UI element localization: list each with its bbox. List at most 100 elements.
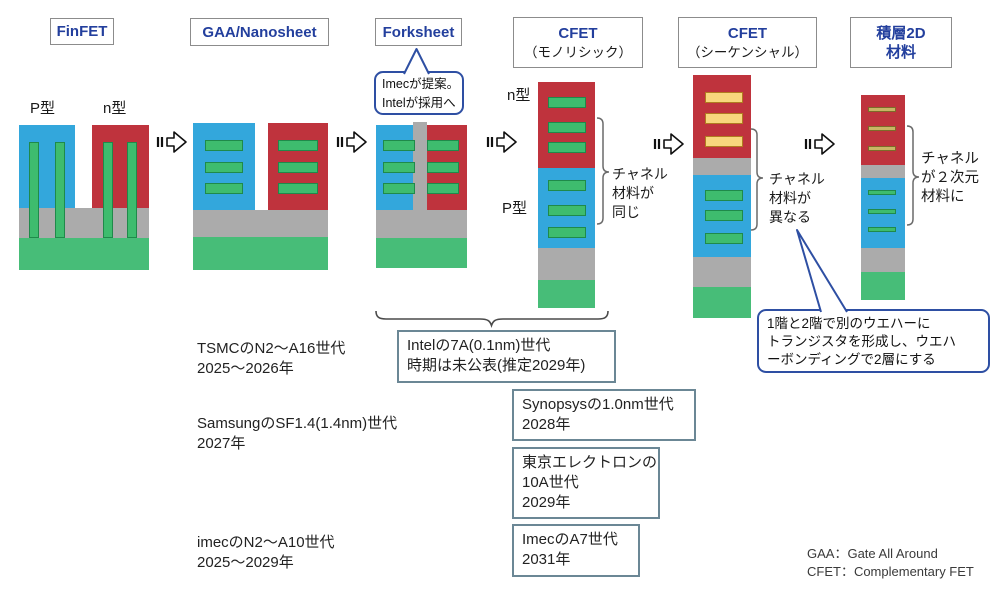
stacked2d-channel-note: チャネル が２次元 材料に bbox=[921, 150, 979, 207]
forksheet-nanosheet bbox=[427, 183, 459, 194]
gaa-substrate bbox=[193, 237, 328, 270]
timeline-line: 2025～2026年 bbox=[197, 360, 294, 377]
forksheet-wall bbox=[413, 122, 427, 214]
cfet-n-type-label: n型 bbox=[507, 87, 531, 104]
cfet-mono-nanosheet bbox=[548, 142, 586, 153]
finfet-fin bbox=[29, 142, 39, 238]
timeline-samsung: SamsungのSF1.4(1.4nm)世代 2027年 bbox=[197, 414, 397, 454]
cfet-mono-nanosheet bbox=[548, 227, 586, 238]
wafer-callout-tail-border bbox=[796, 229, 848, 313]
timeline-line: 2031年 bbox=[522, 551, 571, 568]
cfet-mono-channel-note: チャネル 材料が 同じ bbox=[612, 165, 668, 222]
forksheet-oxide-layer bbox=[376, 210, 467, 238]
forksheet-nanosheet bbox=[427, 162, 459, 173]
stage-title-forksheet: Forksheet bbox=[375, 18, 462, 46]
cfet-mono-nanosheet bbox=[548, 180, 586, 191]
gaa-nanosheet bbox=[278, 162, 318, 173]
callout-line: Imecが提案。 bbox=[382, 77, 460, 91]
stage-title-sublabel: （シーケンシャル） bbox=[686, 44, 809, 60]
timeline-line: SamsungのSF1.4(1.4nm)世代 bbox=[197, 415, 398, 432]
timeline-tsmc: TSMCのN2～A16世代 2025～2026年 bbox=[197, 339, 345, 379]
cfet-p-type-label: P型 bbox=[502, 200, 528, 217]
stage-title-label: GAA/Nanosheet bbox=[202, 23, 317, 41]
timeline-line: 2025～2029年 bbox=[197, 554, 294, 571]
generation-brace bbox=[375, 310, 609, 329]
forksheet-callout: Imecが提案。 Intelが採用へ bbox=[374, 71, 464, 115]
footnote-line: CFET：Complementary FET bbox=[807, 564, 974, 579]
forksheet-nanosheet bbox=[383, 162, 415, 173]
forksheet-substrate bbox=[376, 238, 467, 268]
note-line: 同じ bbox=[612, 204, 640, 220]
cfet-seq-oxide-layer bbox=[693, 257, 751, 287]
note-line: チャネル bbox=[769, 171, 825, 187]
forksheet-nanosheet bbox=[427, 140, 459, 151]
stage-title-cfet-mono: CFET （モノリシック） bbox=[513, 17, 643, 68]
gaa-nanosheet bbox=[205, 162, 243, 173]
timeline-imec-box: ImecのA7世代 2031年 bbox=[512, 524, 640, 577]
stage-title-finfet: FinFET bbox=[50, 18, 114, 45]
stage-title-sublabel: （モノリシック） bbox=[524, 44, 632, 60]
stacked2d-channel-2d bbox=[868, 107, 896, 112]
finfet-p-type-label: P型 bbox=[30, 100, 56, 117]
finfet-n-type-label: n型 bbox=[103, 100, 127, 117]
cfet-seq-nanosheet bbox=[705, 190, 743, 201]
cfet-seq-bonding-layer bbox=[693, 158, 751, 175]
cfet-seq-nanosheet bbox=[705, 210, 743, 221]
note-line: が２次元 bbox=[921, 170, 979, 186]
timeline-line: TSMCのN2～A16世代 bbox=[197, 340, 346, 357]
stage-title-sublabel: 材料 bbox=[885, 43, 916, 61]
timeline-line: Intelの7A(0.1nm)世代 bbox=[407, 337, 551, 354]
forksheet-nanosheet bbox=[383, 140, 415, 151]
cfet-mono-nanosheet bbox=[548, 122, 586, 133]
callout-line: Intelが採用へ bbox=[382, 96, 456, 110]
cfet-seq-substrate bbox=[693, 287, 751, 318]
cfet-mono-nanosheet bbox=[548, 205, 586, 216]
timeline-imec: imecのN2～A10世代 2025～2029年 bbox=[197, 533, 335, 573]
next-stage-arrow-icon bbox=[653, 132, 685, 156]
finfet-fin bbox=[55, 142, 65, 238]
callout-line: ーボンディングで2層にする bbox=[767, 352, 936, 367]
stage-title-label: CFET bbox=[727, 24, 768, 42]
stacked2d-substrate bbox=[861, 272, 905, 300]
stage-title-label: Forksheet bbox=[382, 23, 455, 41]
stacked2d-bonding-layer bbox=[861, 165, 905, 178]
timeline-synopsys-box: Synopsysの1.0nm世代 2028年 bbox=[512, 389, 696, 441]
stage-title-cfet-seq: CFET （シーケンシャル） bbox=[678, 17, 817, 68]
finfet-fin bbox=[103, 142, 113, 238]
timeline-tel-box: 東京エレクトロンの 10A世代 2029年 bbox=[512, 447, 660, 519]
note-line: 材料が bbox=[612, 185, 654, 201]
cfet-seq-nanosheet-alt bbox=[705, 92, 743, 103]
gaa-nanosheet bbox=[205, 140, 243, 151]
timeline-intel-box: Intelの7A(0.1nm)世代 時期は未公表(推定2029年) bbox=[397, 330, 616, 383]
wafer-bonding-callout: 1階と2階で別のウエハーに トランジスタを形成し、ウエハ ーボンディングで2層に… bbox=[757, 309, 990, 373]
gaa-nanosheet bbox=[278, 183, 318, 194]
timeline-line: ImecのA7世代 bbox=[522, 531, 618, 548]
stacked2d-channel-2d bbox=[868, 126, 896, 131]
timeline-line: 10A世代 bbox=[522, 474, 579, 491]
forksheet-nanosheet bbox=[383, 183, 415, 194]
stage-title-label: CFET bbox=[558, 24, 598, 42]
cfet-seq-nanosheet-alt bbox=[705, 113, 743, 124]
gaa-nanosheet bbox=[278, 140, 318, 151]
timeline-line: 2027年 bbox=[197, 435, 246, 452]
stacked2d-channel-2d bbox=[868, 190, 896, 195]
footnote-line: GAA：Gate All Around bbox=[807, 546, 938, 561]
note-line: 異なる bbox=[769, 209, 811, 225]
note-line: 材料が bbox=[769, 190, 811, 206]
finfet-nmos-block bbox=[92, 125, 149, 208]
timeline-line: 時期は未公表(推定2029年) bbox=[407, 357, 586, 374]
finfet-fin bbox=[127, 142, 137, 238]
cfet-seq-channel-note: チャネル 材料が 異なる bbox=[769, 170, 825, 227]
cfet-mono-nanosheet bbox=[548, 97, 586, 108]
cfet-seq-nanosheet bbox=[705, 233, 743, 244]
stage-title-gaa: GAA/Nanosheet bbox=[190, 18, 329, 46]
cfet-mono-oxide-layer bbox=[538, 248, 595, 280]
stage-title-label: 積層2D bbox=[876, 24, 926, 42]
timeline-line: 2028年 bbox=[522, 416, 571, 433]
next-stage-arrow-icon bbox=[804, 132, 836, 156]
note-line: チャネル bbox=[612, 166, 668, 182]
next-stage-arrow-icon bbox=[486, 130, 518, 154]
timeline-line: Synopsysの1.0nm世代 bbox=[522, 396, 674, 413]
